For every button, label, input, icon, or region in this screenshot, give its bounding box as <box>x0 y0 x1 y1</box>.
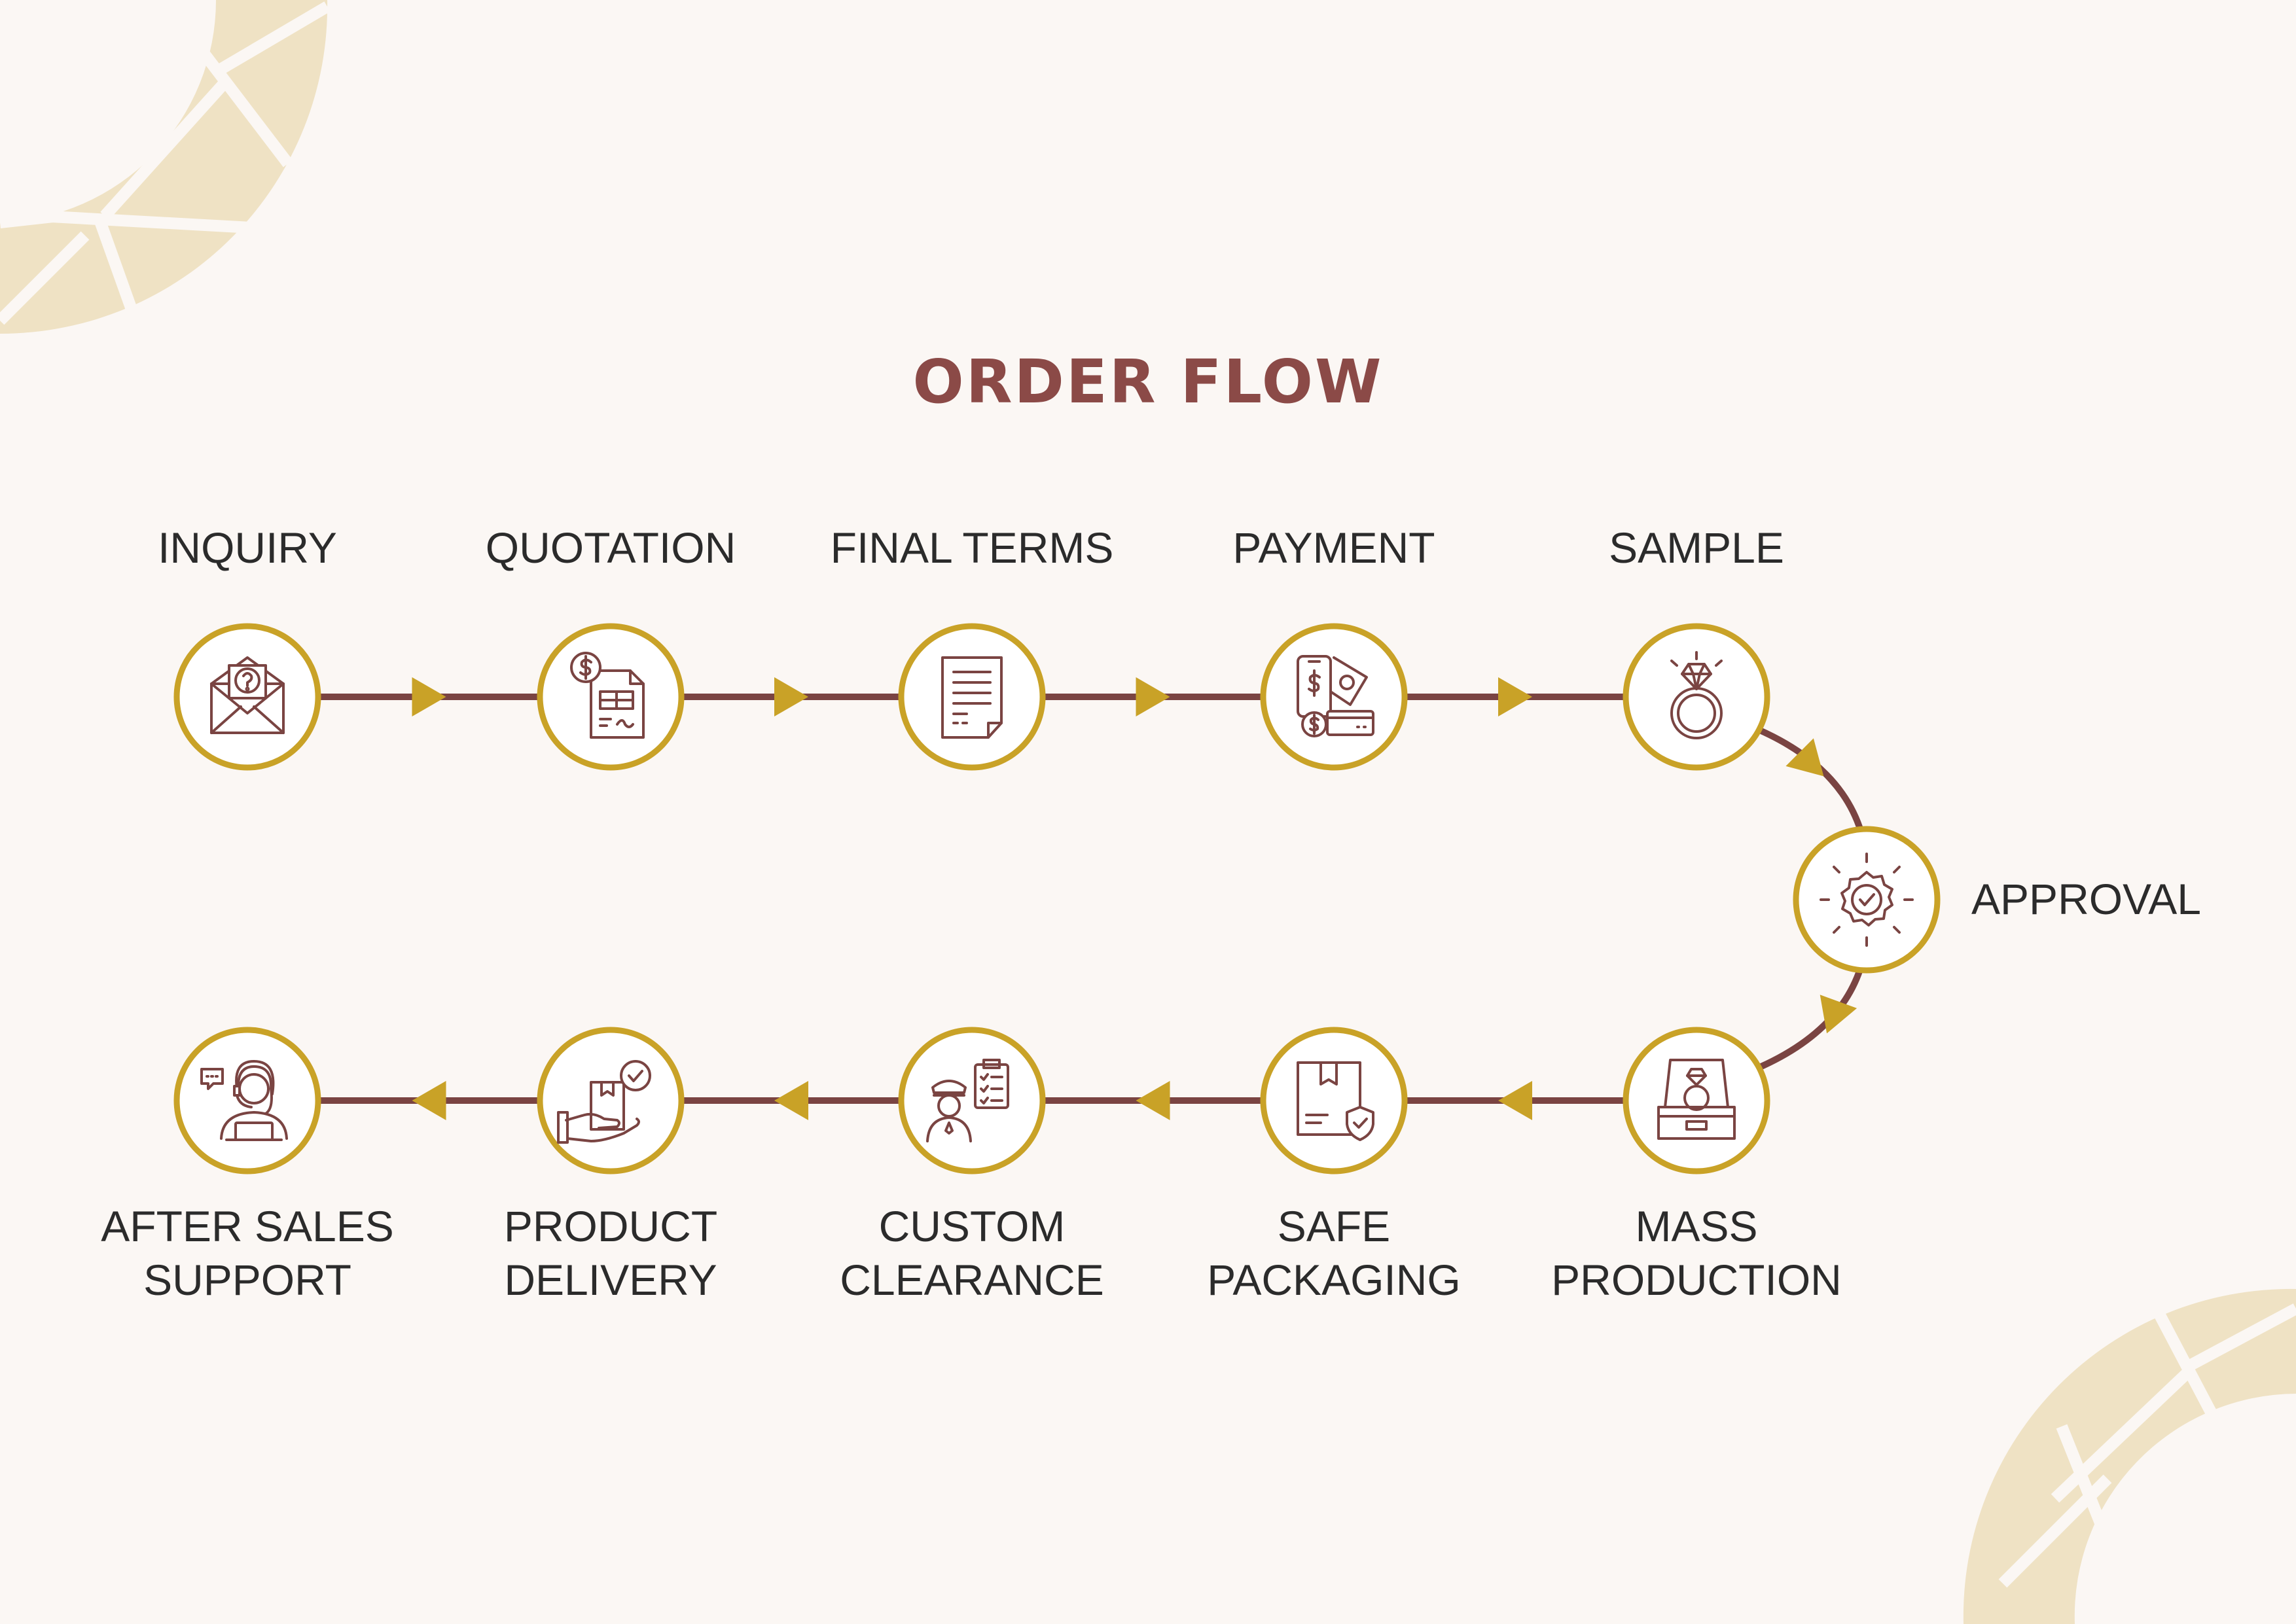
step-label: SAFE <box>1278 1202 1390 1250</box>
step-circle <box>1260 623 1408 771</box>
step-custom-clearance: CUSTOM CLEARANCE <box>840 1027 1104 1304</box>
corner-decoration-bottom-right <box>1963 1288 2296 1624</box>
arrow-curve-lower <box>1820 995 1857 1034</box>
arrow-left <box>774 1081 808 1120</box>
step-circle <box>898 623 1046 771</box>
step-label: AFTER SALES <box>101 1202 393 1250</box>
step-circle <box>1623 623 1770 771</box>
flow-arrows <box>412 677 1857 1120</box>
arrow-left <box>1498 1081 1532 1120</box>
step-label: CUSTOM <box>879 1202 1066 1250</box>
corner-decoration-top-left <box>0 0 331 334</box>
step-label: FINAL TERMS <box>831 523 1114 572</box>
step-product-delivery: PRODUCT DELIVERY <box>504 1027 717 1304</box>
step-circle <box>537 623 685 771</box>
arrow-right <box>1136 677 1170 716</box>
step-payment: PAYMENT <box>1232 523 1435 771</box>
step-quotation: QUOTATION <box>486 523 736 771</box>
step-circle <box>1623 1027 1770 1174</box>
step-circle <box>1260 1027 1408 1174</box>
step-label: PRODUCT <box>504 1202 717 1250</box>
arrow-curve-upper <box>1785 738 1824 777</box>
arrow-right <box>1498 677 1532 716</box>
step-approval: APPROVAL <box>1793 826 2201 974</box>
step-label: MASS <box>1635 1202 1757 1250</box>
step-label: PACKAGING <box>1207 1256 1461 1304</box>
step-inquiry: INQUIRY <box>158 523 337 771</box>
step-safe-packaging: SAFE PACKAGING <box>1207 1027 1461 1304</box>
page-title: ORDER FLOW <box>912 347 1383 417</box>
step-circle <box>1793 826 1941 974</box>
step-after-sales-support: AFTER SALES SUPPORT <box>101 1027 394 1304</box>
step-label: CLEARANCE <box>840 1256 1103 1304</box>
step-label: QUOTATION <box>486 523 736 572</box>
arrow-left <box>1136 1081 1170 1120</box>
step-label: SAMPLE <box>1609 523 1784 572</box>
step-label: PAYMENT <box>1232 523 1435 572</box>
step-sample: SAMPLE <box>1609 523 1784 771</box>
flow-connectors <box>247 694 1871 1104</box>
step-label: DELIVERY <box>504 1256 717 1304</box>
flow-steps: INQUIRY QUOTATION FINAL TERMS PAYMENT SAMPLE… <box>101 523 2201 1304</box>
step-final-terms: FINAL TERMS <box>831 523 1114 771</box>
step-circle <box>898 1027 1046 1174</box>
step-label: PRODUCTION <box>1551 1256 1842 1304</box>
step-mass-production: MASS PRODUCTION <box>1551 1027 1842 1304</box>
step-circle <box>537 1027 685 1174</box>
step-label: SUPPORT <box>143 1256 351 1304</box>
step-label: APPROVAL <box>1971 875 2201 923</box>
step-label: INQUIRY <box>158 523 337 572</box>
arrow-right <box>774 677 808 716</box>
arrow-left <box>412 1081 446 1120</box>
arrow-right <box>412 677 446 716</box>
